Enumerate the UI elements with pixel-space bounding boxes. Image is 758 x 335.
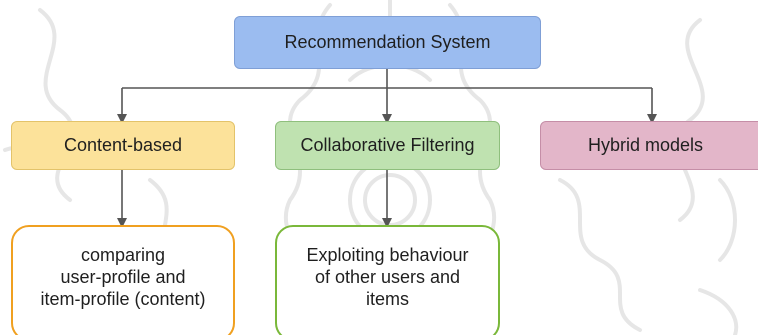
node-recommendation-system-label: Recommendation System [284,32,491,52]
node-content-based-label: Content-based [63,135,183,155]
node-collaborative-description: Exploiting behaviour of other users and … [275,225,500,335]
node-content-based-description: comparing user-profile and item-profile … [11,225,235,335]
node-hybrid-models: Hybrid models [540,121,758,170]
content-based-description-text: comparing user-profile and item-profile … [40,245,206,309]
node-collaborative-filtering: Collaborative Filtering [275,121,500,170]
node-hybrid-models-label: Hybrid models [588,135,704,155]
collaborative-description-text: Exploiting behaviour of other users and … [306,245,469,309]
node-collaborative-filtering-label: Collaborative Filtering [300,135,475,155]
node-recommendation-system: Recommendation System [234,16,541,69]
node-content-based: Content-based [11,121,235,170]
